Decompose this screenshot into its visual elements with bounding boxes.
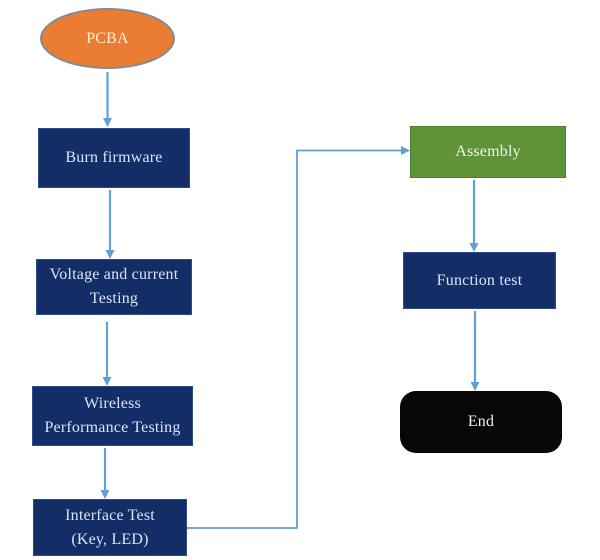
node-pcba: PCBA (40, 8, 175, 69)
node-assembly: Assembly (410, 126, 566, 178)
node-wireless-performance-testing: Wireless Performance Testing (32, 386, 193, 446)
node-interface-test: Interface Test (Key, LED) (33, 499, 187, 556)
connector-interface-to-assembly (187, 146, 410, 529)
node-burn-firmware: Burn firmware (38, 128, 190, 188)
node-end: End (400, 391, 562, 453)
node-voltage-current-testing: Voltage and current Testing (36, 259, 192, 315)
node-function-test: Function test (403, 252, 556, 309)
